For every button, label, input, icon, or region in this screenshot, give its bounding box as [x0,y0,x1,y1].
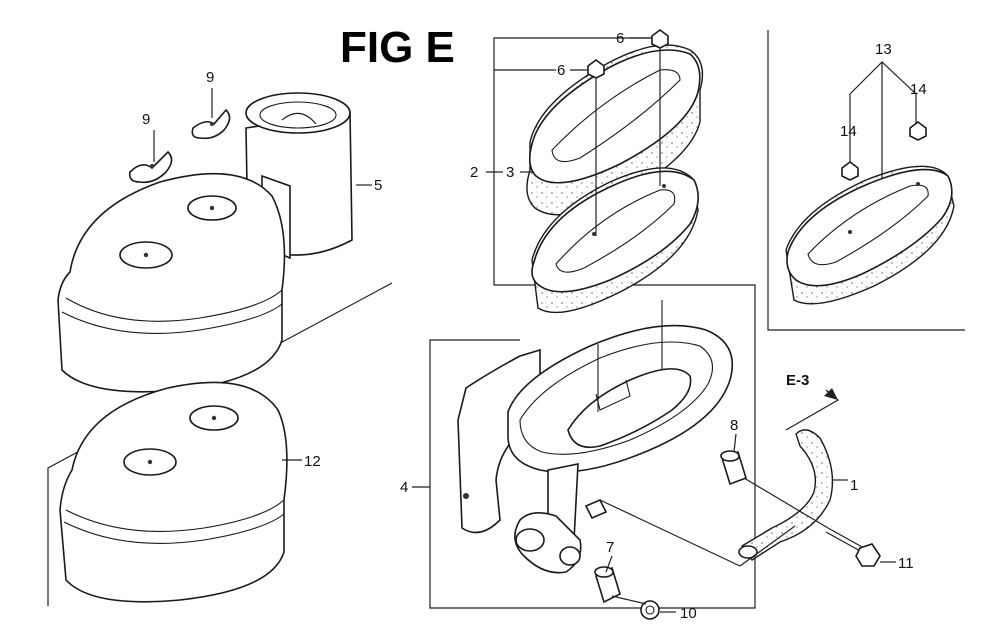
callout-7: 7 [606,539,614,556]
callout-1: 1 [850,477,858,494]
callout-8: 8 [730,417,738,434]
callout-13: 13 [875,41,892,58]
callout-14-left: 14 [840,123,857,140]
callout-9-left: 9 [142,111,150,128]
callout-9-right: 9 [206,69,214,86]
spacer-8 [720,450,747,486]
air-cleaner-base [457,300,734,574]
callout-2: 2 [470,164,478,181]
group-frame-filter [493,37,756,330]
air-cleaner-cover-lower [59,381,288,603]
breather-hose [738,429,834,561]
callout-14-right: 14 [910,81,927,98]
nut-mid [587,59,605,79]
callout-12: 12 [304,453,321,470]
wing-nut-right [191,108,231,140]
replacement-element [785,165,955,305]
callout-10: 10 [680,605,697,622]
flange-nut-10 [640,600,660,620]
reference-label: E-3 [786,372,809,389]
paper-filter-element [531,167,699,314]
callout-5: 5 [374,177,382,194]
flange-bolt-11 [825,527,881,567]
callout-11: 11 [898,555,914,572]
callout-6-top: 6 [616,30,624,47]
callout-4: 4 [400,479,408,496]
reference-arrow-head [824,388,838,400]
group-frame-right [767,30,965,331]
nut-14-right [909,121,927,141]
callout-6-mid: 6 [557,62,565,79]
nut-14-left [841,161,859,181]
figure-title: FIG E [340,23,455,72]
group-frame-base [429,330,756,609]
nut-top [651,29,669,49]
callout-3: 3 [506,164,514,181]
wing-nut-left [128,150,173,184]
air-cleaner-cover-upper [57,172,286,393]
